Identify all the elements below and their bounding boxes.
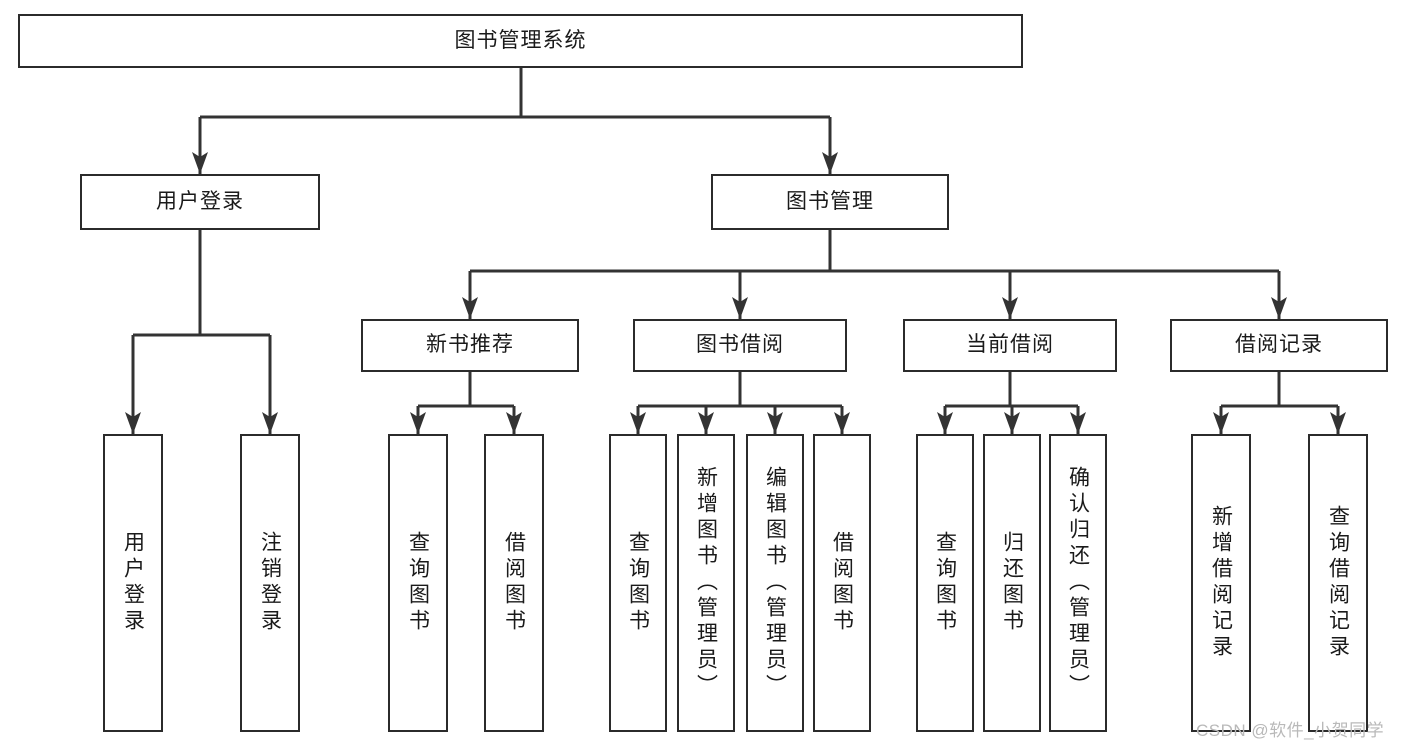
node-leaf-borrow-book-b[interactable]: 借阅图书: [813, 434, 871, 732]
node-leaf-add-record[interactable]: 新增借阅记录: [1191, 434, 1251, 732]
node-user-login[interactable]: 用户登录: [80, 174, 320, 230]
node-leaf-return-book[interactable]: 归还图书: [983, 434, 1041, 732]
node-root-label: 图书管理系统: [454, 28, 587, 52]
node-leaf-query-book-c[interactable]: 查询图书: [916, 434, 974, 732]
node-book-manage[interactable]: 图书管理: [711, 174, 949, 230]
node-current-borrow[interactable]: 当前借阅: [903, 319, 1117, 372]
node-leaf-borrow-book-b-label: 借阅图书: [830, 531, 854, 635]
node-new-book-recommend-label: 新书推荐: [426, 333, 514, 357]
node-borrow-record-label: 借阅记录: [1235, 333, 1323, 357]
node-book-borrow-label: 图书借阅: [696, 333, 784, 357]
node-user-login-label: 用户登录: [156, 189, 244, 213]
node-leaf-query-book-a[interactable]: 查询图书: [388, 434, 448, 732]
node-book-borrow[interactable]: 图书借阅: [633, 319, 847, 372]
node-leaf-query-book-b[interactable]: 查询图书: [609, 434, 667, 732]
node-leaf-edit-book-label: 编辑图书（管理员）: [763, 466, 787, 700]
node-leaf-user-logout-label: 注销登录: [258, 531, 282, 635]
edge-group: [125, 68, 1346, 434]
node-book-manage-label: 图书管理: [786, 189, 874, 213]
node-leaf-borrow-book-a[interactable]: 借阅图书: [484, 434, 544, 732]
node-leaf-user-login-label: 用户登录: [121, 531, 145, 635]
node-leaf-edit-book[interactable]: 编辑图书（管理员）: [746, 434, 804, 732]
node-new-book-recommend[interactable]: 新书推荐: [361, 319, 579, 372]
node-leaf-query-record-label: 查询借阅记录: [1326, 505, 1350, 661]
node-leaf-add-record-label: 新增借阅记录: [1209, 505, 1233, 661]
node-current-borrow-label: 当前借阅: [966, 333, 1054, 357]
node-leaf-user-login[interactable]: 用户登录: [103, 434, 163, 732]
node-leaf-query-record[interactable]: 查询借阅记录: [1308, 434, 1368, 732]
node-leaf-query-book-b-label: 查询图书: [626, 531, 650, 635]
node-leaf-query-book-a-label: 查询图书: [406, 531, 430, 635]
node-leaf-confirm-return-label: 确认归还（管理员）: [1066, 466, 1090, 700]
csdn-watermark: CSDN @软件_小贺同学: [1196, 721, 1385, 740]
node-leaf-borrow-book-a-label: 借阅图书: [502, 531, 526, 635]
node-leaf-add-book-label: 新增图书（管理员）: [694, 466, 718, 700]
node-leaf-user-logout[interactable]: 注销登录: [240, 434, 300, 732]
node-leaf-add-book[interactable]: 新增图书（管理员）: [677, 434, 735, 732]
node-leaf-confirm-return[interactable]: 确认归还（管理员）: [1049, 434, 1107, 732]
node-leaf-query-book-c-label: 查询图书: [933, 531, 957, 635]
node-borrow-record[interactable]: 借阅记录: [1170, 319, 1388, 372]
node-root[interactable]: 图书管理系统: [18, 14, 1023, 68]
node-leaf-return-book-label: 归还图书: [1000, 531, 1024, 635]
